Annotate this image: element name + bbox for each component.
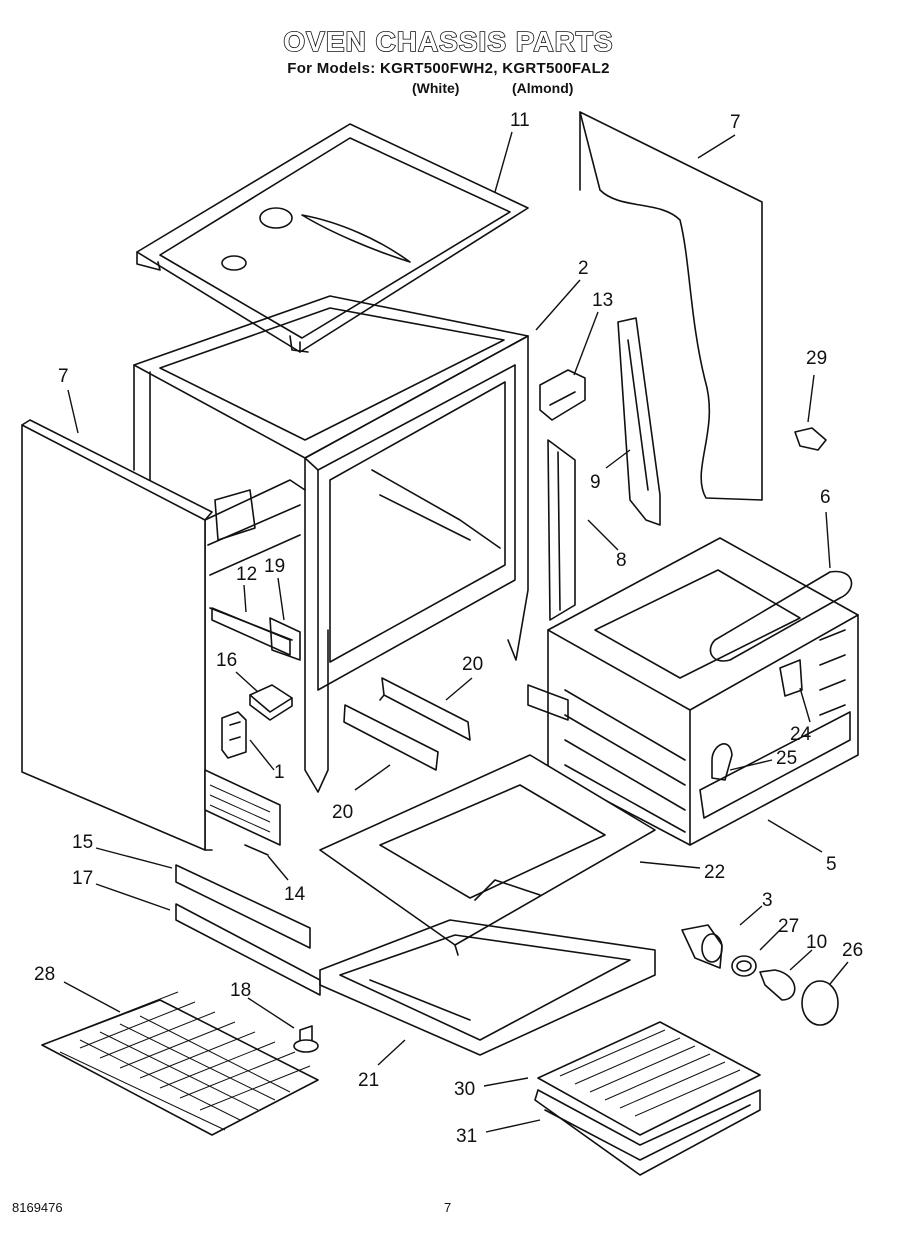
callout-13: 13	[592, 290, 613, 311]
callout-26: 26	[842, 940, 863, 961]
document-number: 8169476	[12, 1200, 63, 1215]
callout-1: 1	[274, 762, 285, 783]
callout-16: 16	[216, 650, 237, 671]
callout-8: 8	[616, 550, 627, 571]
part-1-switch	[221, 711, 247, 759]
part-7-left-side-panel	[21, 419, 213, 851]
callout-19: 19	[264, 556, 285, 577]
part-25-lamp-socket	[711, 743, 733, 781]
callout-15: 15	[72, 832, 93, 853]
part-12-bracket	[211, 607, 291, 656]
part-29-fastener	[794, 427, 827, 451]
part-9-vertical-strip	[617, 317, 661, 526]
part-15-strip	[175, 864, 311, 949]
callout-29: 29	[806, 348, 827, 369]
part-31-broiler-pan	[534, 1089, 761, 1176]
part-11-top-panel	[136, 123, 529, 353]
callout-27: 27	[778, 916, 799, 937]
callout-11: 11	[510, 110, 530, 131]
callout-12: 12	[236, 564, 257, 585]
callout-17: 17	[72, 868, 93, 889]
callout-5: 5	[826, 854, 837, 875]
callout-10: 10	[806, 932, 827, 953]
callout-6: 6	[820, 487, 831, 508]
part-26-lens-cover	[801, 980, 839, 1026]
callout-7-left: 7	[58, 366, 69, 387]
part-27-gasket	[731, 955, 757, 977]
callout-20-lower: 20	[332, 802, 353, 823]
callout-arrows	[63, 131, 849, 1133]
part-28-oven-rack	[41, 991, 319, 1136]
variant-white-label: (White)	[412, 80, 460, 96]
callout-2: 2	[578, 258, 589, 279]
part-24-bracket	[779, 659, 803, 697]
callout-31: 31	[456, 1126, 477, 1147]
callout-18: 18	[230, 980, 251, 1001]
part-10-light-bulb	[759, 969, 796, 1001]
callout-28: 28	[34, 964, 55, 985]
part-3-lamp-housing	[681, 924, 723, 969]
callout-25: 25	[776, 748, 797, 769]
callout-14: 14	[284, 884, 306, 905]
variant-almond-label: (Almond)	[512, 80, 574, 96]
part-7-right-rear-panel	[579, 111, 763, 501]
callout-21: 21	[358, 1070, 379, 1091]
part-20-upper-rail	[379, 677, 471, 741]
page-number: 7	[444, 1200, 452, 1215]
models-line: For Models: KGRT500FWH2, KGRT500FAL2	[287, 60, 610, 77]
callout-9: 9	[590, 472, 601, 493]
part-17-strip	[175, 903, 321, 996]
part-6-bake-element	[709, 570, 853, 716]
callout-22: 22	[704, 862, 725, 883]
part-2-chassis-frame	[133, 295, 529, 851]
part-20-lower-rail	[343, 704, 439, 771]
callout-labels: 11 7 7 2 13 29 9 6 8 12 19 16 20 1 24 25…	[34, 110, 863, 1147]
callout-30: 30	[454, 1079, 475, 1100]
callout-20-upper: 20	[462, 654, 483, 675]
part-19-bracket	[269, 617, 301, 661]
part-13-bracket	[539, 369, 586, 421]
callout-3: 3	[762, 890, 773, 911]
part-18-leveling-leg	[293, 1025, 319, 1053]
part-22-floor-panel	[319, 754, 656, 956]
part-14-vented-panel	[204, 769, 281, 856]
callout-7-right: 7	[730, 112, 741, 133]
part-8-bracket	[547, 439, 576, 621]
callout-24: 24	[790, 724, 812, 745]
part-30-broiler-grid	[537, 1021, 761, 1136]
part-21-bottom-pan	[319, 919, 656, 1056]
part-16-terminal-block	[249, 684, 293, 721]
page-title: OVEN CHASSIS PARTS	[283, 25, 614, 58]
